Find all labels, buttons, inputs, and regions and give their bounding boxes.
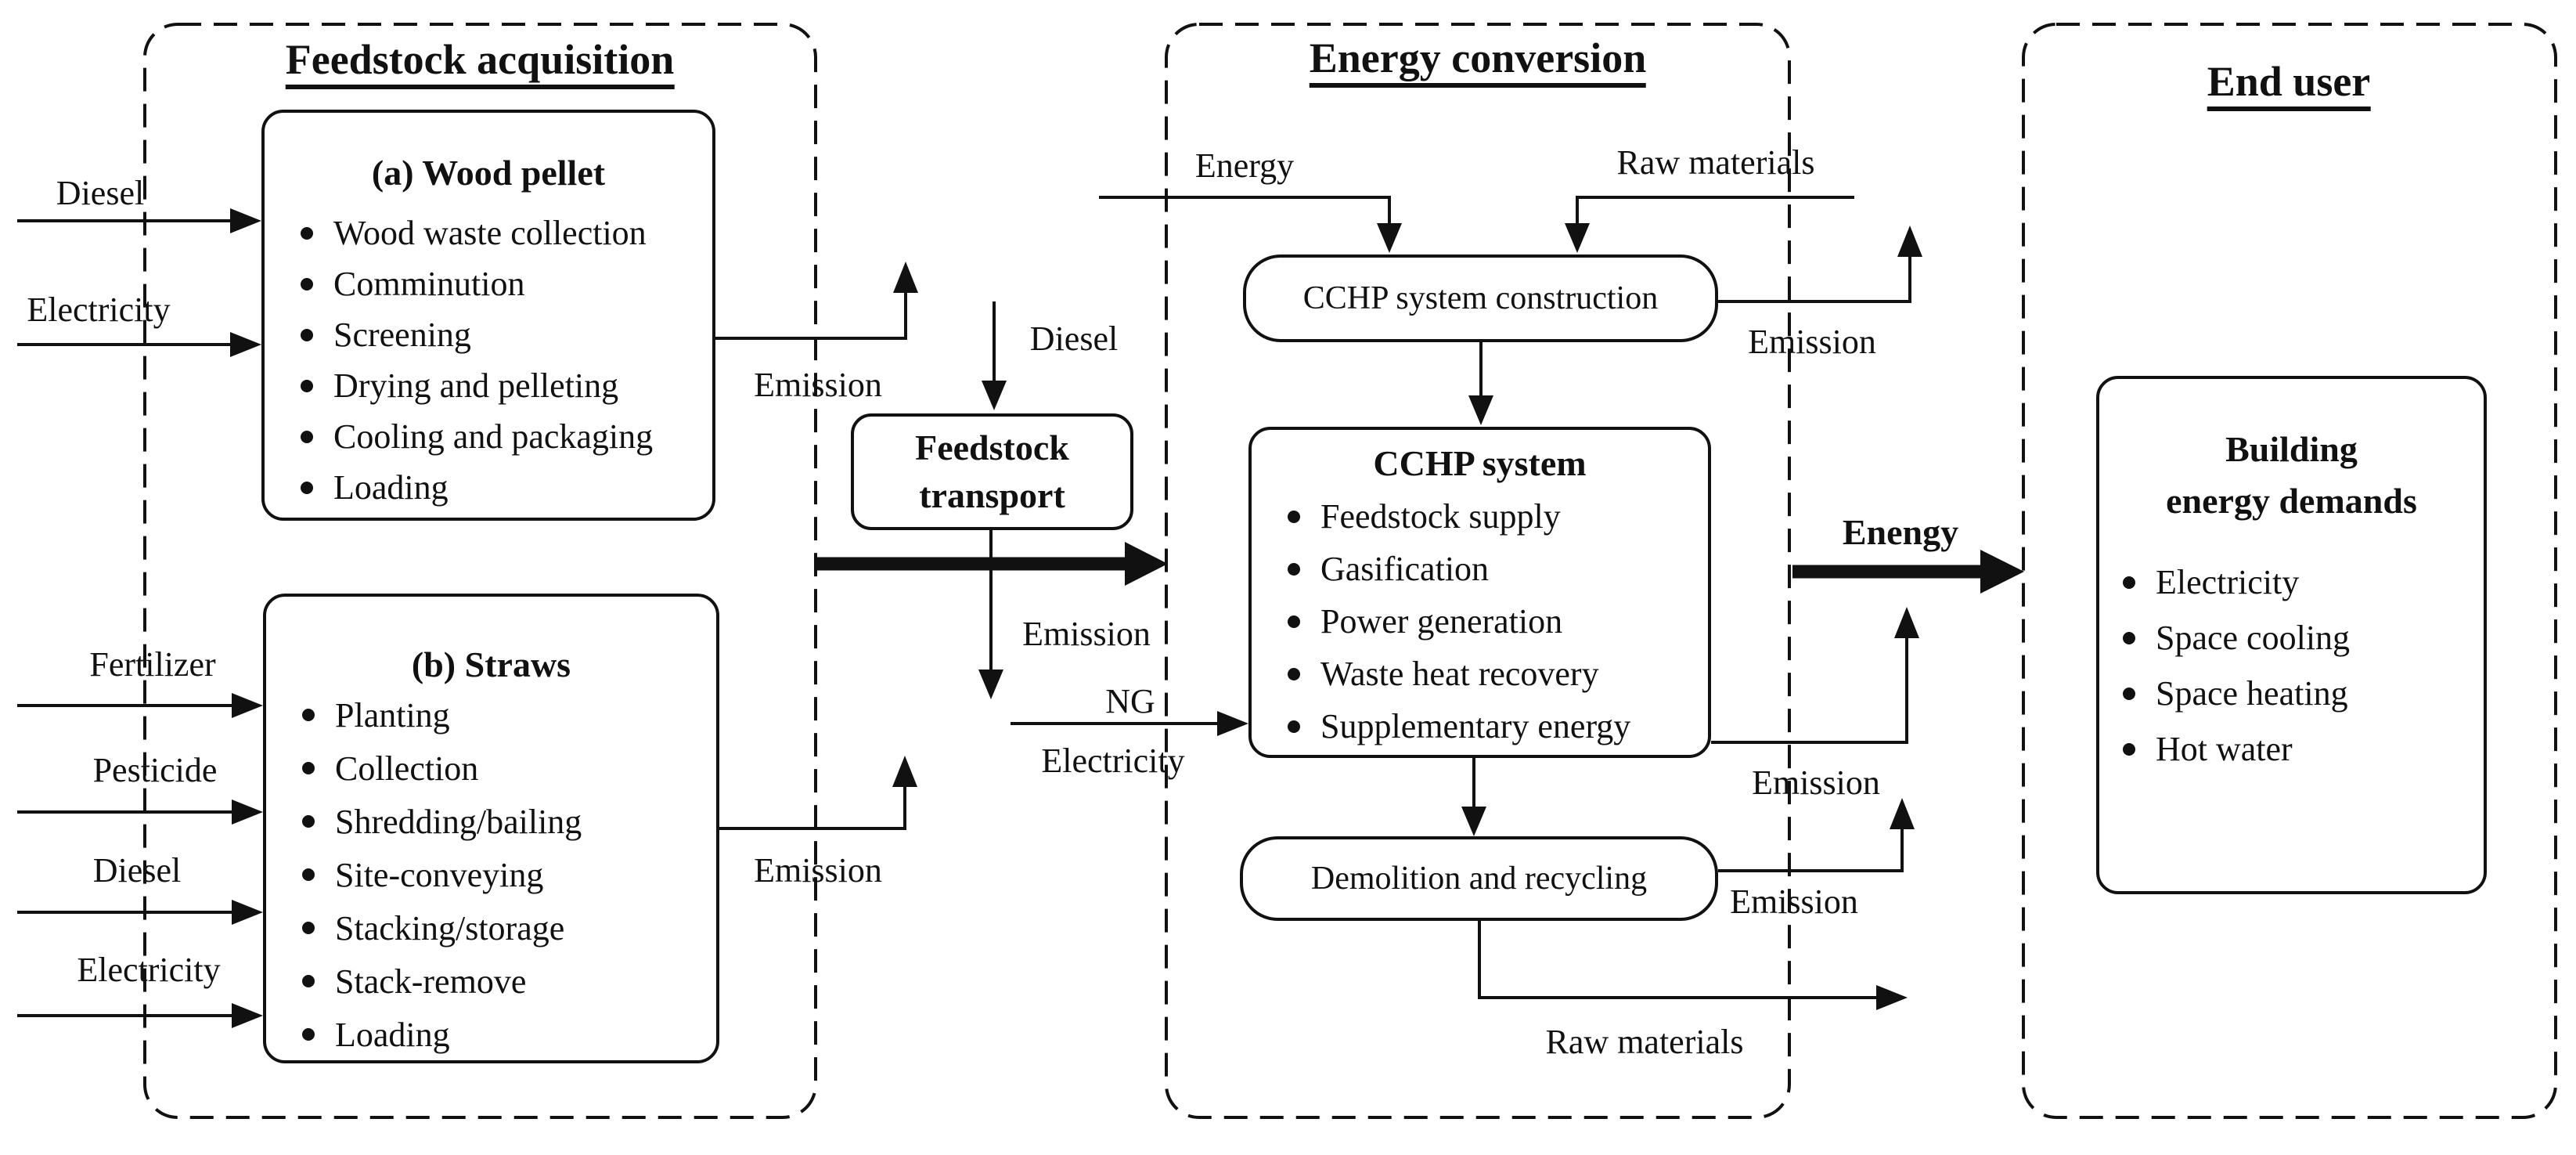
- demolition-emission-arrowhead: [1890, 798, 1915, 829]
- list-item: Loading: [302, 1008, 712, 1061]
- cchp-process-list: Feedstock supply Gasification Power gene…: [1288, 490, 1703, 753]
- diesel-input-label: Diesel: [56, 174, 145, 212]
- demolition-emission-label: Emission: [1730, 882, 1858, 921]
- list-item: Collection: [302, 742, 712, 795]
- diesel-transport-label: Diesel: [1029, 319, 1119, 358]
- list-item: Hot water: [2123, 721, 2479, 777]
- straws-process-list: Planting Collection Shredding/bailing Si…: [302, 688, 712, 1061]
- feedstock-transport-line1: Feedstock: [915, 427, 1069, 467]
- list-item: Comminution: [301, 258, 708, 309]
- feedstock-transport-line2: transport: [919, 475, 1065, 515]
- electricity-input-arrowhead: [230, 332, 261, 357]
- cchp-emission-arrowhead: [1894, 607, 1919, 638]
- cchp-construction-box: CCHP system construction: [1243, 254, 1718, 342]
- energy-flow-thick-arrowhead: [1980, 550, 2024, 594]
- list-item: Drying and pelleting: [301, 360, 708, 411]
- straws-box: (b) Straws Planting Collection Shredding…: [263, 594, 719, 1063]
- feedstock-flow-thick-arrowhead: [1125, 542, 1168, 586]
- feedstock-acquisition-title: Feedstock acquisition: [285, 38, 675, 89]
- list-item: Supplementary energy: [1288, 700, 1703, 753]
- building-demand-list: Electricity Space cooling Space heating …: [2123, 554, 2479, 777]
- list-item: Cooling and packaging: [301, 411, 708, 462]
- ng-label: NG: [1105, 682, 1155, 720]
- cchp-system-box-title: CCHP system: [1373, 443, 1587, 483]
- building-demands-line1: Building: [2225, 429, 2358, 469]
- building-demands-box: Building energy demands Electricity Spac…: [2096, 376, 2487, 894]
- wood-pellet-process-list: Wood waste collection Comminution Screen…: [301, 208, 708, 513]
- wood-pellet-box: (a) Wood pellet Wood waste collection Co…: [261, 110, 715, 521]
- pesticide-input-arrowhead: [232, 799, 263, 825]
- list-item: Gasification: [1288, 543, 1703, 595]
- end-user-title: End user: [2207, 60, 2371, 111]
- list-item: Planting: [302, 688, 712, 742]
- energy-conversion-title: Energy conversion: [1309, 36, 1647, 88]
- list-item: Space cooling: [2123, 610, 2479, 666]
- wood-pellet-box-title: (a) Wood pellet: [371, 153, 606, 193]
- straws-emission-arrowhead: [892, 756, 917, 787]
- straws-box-title: (b) Straws: [411, 644, 571, 684]
- list-item: Feedstock supply: [1288, 490, 1703, 543]
- wood-emission-line: [715, 291, 907, 340]
- electricity-mid-label: Electricity: [1041, 742, 1185, 780]
- raw-materials-input-line: [1576, 196, 1854, 223]
- electricity2-input-arrowhead: [232, 1003, 263, 1028]
- cchp-system-box: CCHP system Feedstock supply Gasificatio…: [1248, 427, 1711, 758]
- list-item: Stack-remove: [302, 955, 712, 1008]
- electricity2-input-label: Electricity: [77, 951, 221, 989]
- construction-emission-label: Emission: [1748, 323, 1876, 361]
- construction-emission-arrowhead: [1897, 226, 1922, 257]
- straws-emission-label: Emission: [754, 851, 882, 890]
- transport-emission-arrowhead: [978, 670, 1003, 699]
- raw-materials-input-arrowhead: [1565, 223, 1590, 253]
- wood-emission-arrowhead: [893, 262, 918, 293]
- raw-materials-input-label: Raw materials: [1616, 143, 1815, 182]
- energy-input-label: Energy: [1194, 146, 1295, 185]
- cchp-construction-title: CCHP system construction: [1302, 280, 1659, 316]
- construction-to-cchp-arrowhead: [1468, 395, 1493, 425]
- diesel2-input-arrowhead: [232, 900, 263, 925]
- feedstock-transport-box: Feedstock transport: [851, 413, 1133, 530]
- wood-emission-label: Emission: [754, 366, 882, 404]
- raw-materials-output-arrowhead: [1876, 985, 1908, 1010]
- energy-input-line: [1099, 196, 1391, 223]
- demolition-box: Demolition and recycling: [1240, 836, 1718, 921]
- building-demands-line2: energy demands: [2166, 481, 2417, 521]
- list-item: Stacking/storage: [302, 901, 712, 955]
- list-item: Loading: [301, 462, 708, 513]
- cchp-to-demolition-arrowhead: [1461, 807, 1486, 836]
- straws-emission-line: [719, 785, 906, 830]
- raw-materials-output-line: [1478, 921, 1878, 999]
- electricity-input-label: Electricity: [27, 291, 171, 329]
- demolition-title: Demolition and recycling: [1310, 860, 1648, 897]
- energy-output-label: Enengy: [1842, 512, 1959, 552]
- transport-emission-label: Emission: [1022, 615, 1151, 653]
- cchp-emission-label: Emission: [1752, 763, 1880, 802]
- list-item: Electricity: [2123, 554, 2479, 610]
- ng-electricity-arrowhead: [1217, 711, 1248, 736]
- diesel2-input-label: Diesel: [92, 851, 182, 890]
- cchp-emission-line: [1711, 637, 1908, 744]
- list-item: Shredding/bailing: [302, 795, 712, 848]
- list-item: Wood waste collection: [301, 208, 708, 258]
- diesel-transport-arrowhead: [982, 381, 1007, 410]
- construction-emission-line: [1718, 255, 1911, 303]
- list-item: Power generation: [1288, 595, 1703, 648]
- demolition-emission-line: [1718, 828, 1904, 872]
- list-item: Space heating: [2123, 666, 2479, 721]
- fertilizer-input-arrowhead: [232, 693, 263, 718]
- list-item: Waste heat recovery: [1288, 648, 1703, 700]
- pesticide-input-label: Pesticide: [92, 751, 218, 789]
- diesel-input-arrowhead: [230, 208, 261, 233]
- fertilizer-input-label: Fertilizer: [89, 645, 216, 684]
- list-item: Screening: [301, 309, 708, 360]
- raw-materials-output-label: Raw materials: [1545, 1023, 1744, 1061]
- list-item: Site-conveying: [302, 848, 712, 901]
- energy-input-arrowhead: [1377, 223, 1402, 253]
